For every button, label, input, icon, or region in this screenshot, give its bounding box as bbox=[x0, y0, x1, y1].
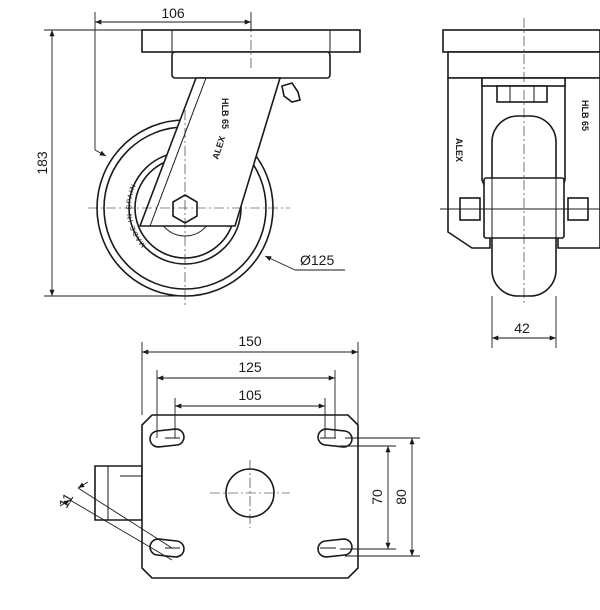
dim-hole-outer: 125 bbox=[156, 359, 336, 438]
dim-top-width: 106 bbox=[94, 5, 252, 150]
dim-plate-length: 150 bbox=[141, 333, 359, 425]
front-view: HLB 65 ALEX bbox=[440, 18, 600, 306]
dim-text-150: 150 bbox=[238, 333, 262, 349]
dim-wheel-width: 42 bbox=[491, 296, 557, 348]
dim-slot-width: 11 bbox=[55, 481, 173, 561]
dim-text-70: 70 bbox=[369, 489, 385, 505]
front-marking-brand: ALEX bbox=[454, 138, 464, 162]
dim-hole-vertical-inner: 70 bbox=[340, 445, 396, 550]
dim-text-diameter: Ø125 bbox=[300, 252, 334, 268]
fork-marking-load: HLB 65 bbox=[220, 98, 230, 129]
dim-height: 183 bbox=[34, 29, 185, 297]
top-view bbox=[94, 414, 359, 579]
dim-wheel-diameter: Ø125 bbox=[94, 149, 345, 271]
dim-text-42: 42 bbox=[514, 320, 530, 336]
dim-text-11: 11 bbox=[55, 490, 76, 511]
dim-text-80: 80 bbox=[393, 489, 409, 505]
dim-text-105: 105 bbox=[238, 387, 262, 403]
dim-hole-vertical-outer: 80 bbox=[345, 437, 420, 557]
side-view: MADE IN SPAIN 125x42 HLB 65 ALEX bbox=[88, 22, 361, 306]
dim-text-125: 125 bbox=[238, 359, 262, 375]
front-marking-load: HLB 65 bbox=[580, 100, 590, 131]
dim-hole-inner: 105 bbox=[174, 387, 326, 438]
dim-text-183: 183 bbox=[34, 151, 50, 175]
dim-text-106: 106 bbox=[161, 5, 185, 21]
